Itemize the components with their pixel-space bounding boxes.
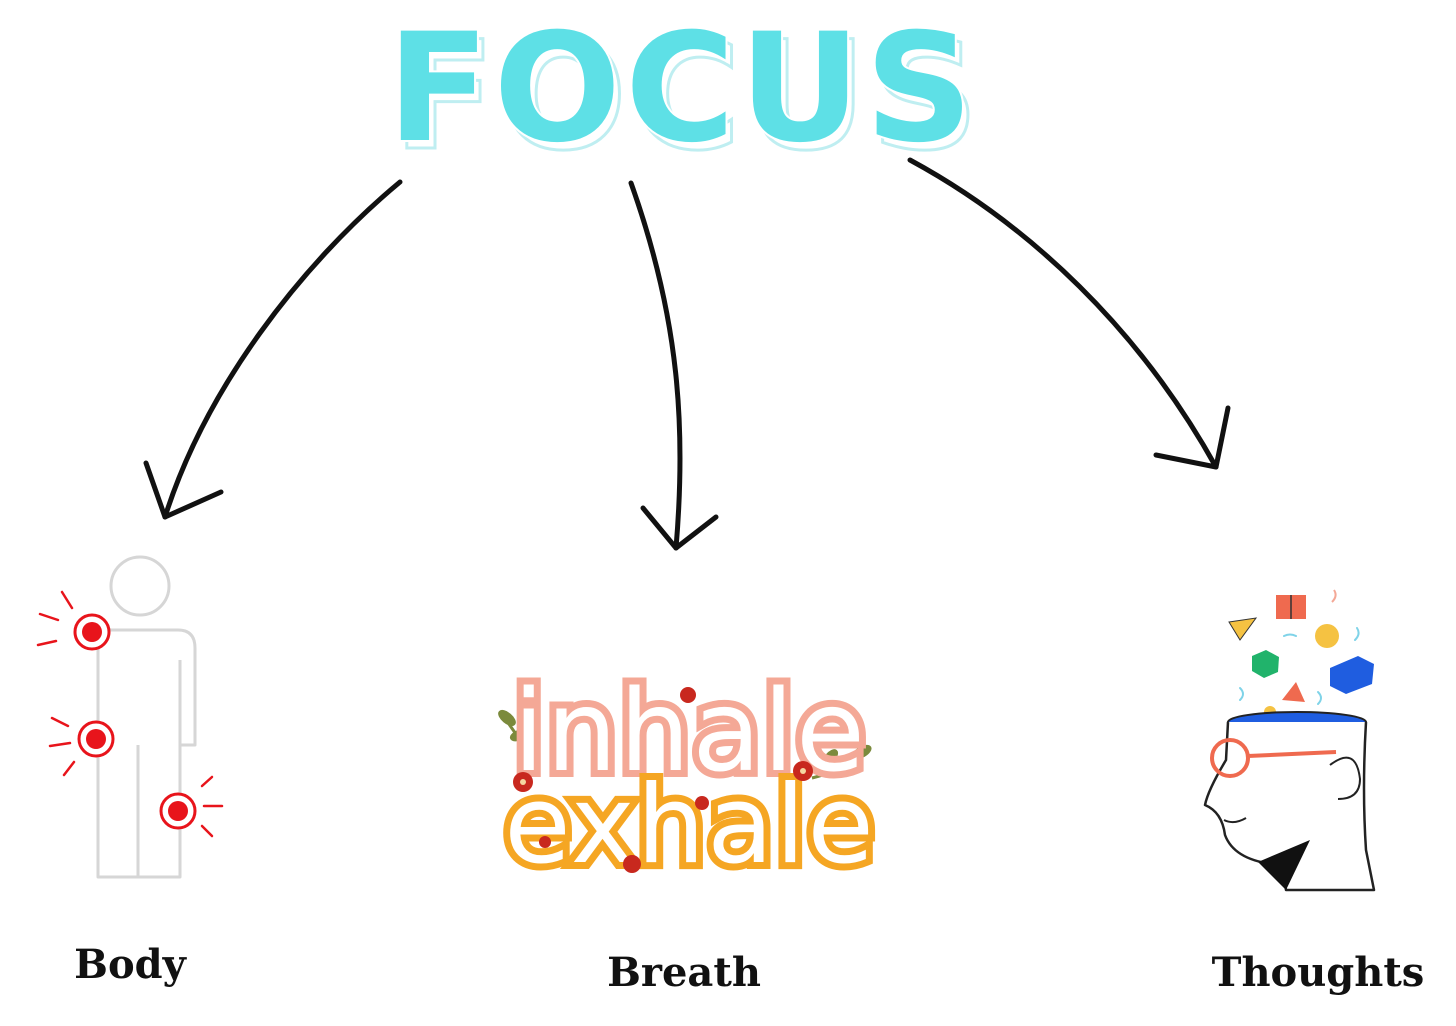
arrow-to-body-head [143, 460, 224, 520]
leaf-sprig-right [811, 744, 872, 780]
arrow-to-breath-shaft [628, 180, 683, 551]
inhale-exhale-lettering-icon: inhale exhale [497, 660, 881, 895]
title-group: FOCUS FOCUS [385, 0, 983, 186]
arrow-to-breath [628, 180, 719, 551]
pain-point-hip [48, 716, 115, 777]
body-pain-points-icon [36, 555, 224, 879]
arrow-to-thoughts-shaft [907, 157, 1219, 470]
floating-shapes [1228, 589, 1374, 718]
title-shadow: FOCUS [393, 10, 983, 184]
arrow-to-thoughts-head [1153, 405, 1231, 470]
branch-label-thoughts: Thoughts [1212, 949, 1425, 996]
exhale-word: exhale [504, 763, 876, 888]
leaf-sprig-left [498, 709, 540, 771]
branch-label-body: Body [74, 941, 187, 988]
page-title: FOCUS [387, 2, 977, 176]
arrow-to-breath-head [640, 505, 719, 551]
arrow-to-body [143, 179, 403, 520]
open-head-thoughts-icon [1203, 589, 1376, 892]
pain-point-knee [159, 775, 224, 838]
arrow-to-body-shaft [162, 179, 403, 520]
branch-label-breath: Breath [607, 949, 761, 996]
arrow-to-thoughts [907, 157, 1231, 470]
pain-point-shoulder [36, 590, 111, 651]
